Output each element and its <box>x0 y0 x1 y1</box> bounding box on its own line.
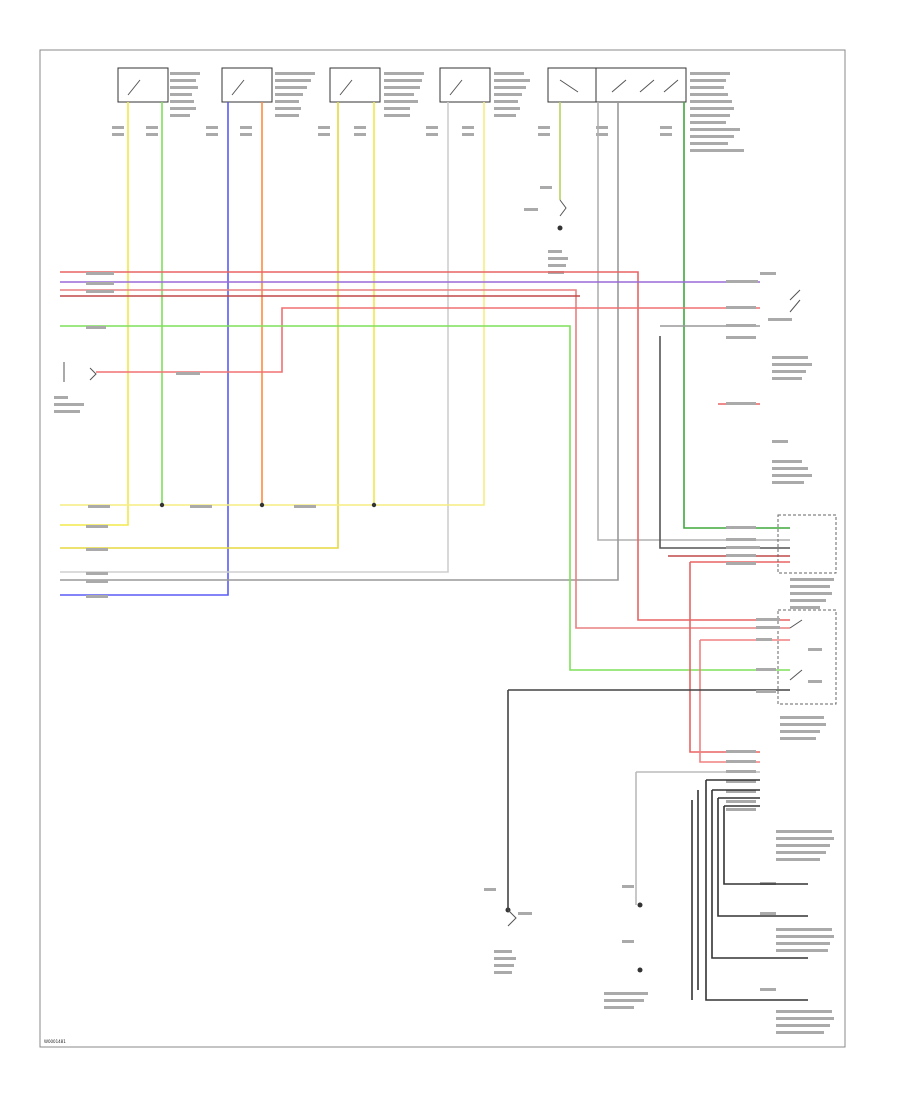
wire-gray-3 <box>60 102 619 581</box>
wire-yellow-1 <box>60 102 129 526</box>
module-box-1 <box>777 514 837 574</box>
wire-blue <box>60 102 229 596</box>
wire-red-1 <box>60 271 790 621</box>
wire-gray-1 <box>60 102 449 573</box>
wire-yellow-2 <box>60 102 339 549</box>
junction-dots <box>159 225 643 973</box>
wire-green-4 <box>60 325 790 671</box>
wire-yellow-4 <box>60 102 485 506</box>
component-box-3 <box>329 67 381 103</box>
wire-red-2 <box>60 289 790 629</box>
wire-red-8 <box>699 639 790 763</box>
diagram-frame <box>39 49 846 1048</box>
diagram-code: W0001481 <box>44 1039 66 1044</box>
top-component-labels <box>170 72 744 152</box>
component-box-2 <box>221 67 273 103</box>
wire-green-3 <box>683 102 790 529</box>
component-box-4 <box>439 67 491 103</box>
pin-labels <box>112 126 672 136</box>
wire-gray-5 <box>659 336 790 549</box>
horizontal-wires <box>60 271 790 910</box>
left-labels <box>54 272 316 598</box>
wire-red-7 <box>689 561 790 753</box>
wire-black-1 <box>507 689 790 910</box>
ground-icon-bottom <box>507 909 517 927</box>
top-components <box>117 67 687 103</box>
component-box-6 <box>595 67 687 103</box>
component-box-1 <box>117 67 169 103</box>
module-box-2 <box>777 609 837 705</box>
component-box-5 <box>547 67 597 103</box>
right-labels <box>726 272 834 1034</box>
bottom-labels <box>484 885 648 1009</box>
vertical-wires <box>60 102 790 596</box>
lower-bundle <box>691 779 808 1001</box>
left-switch-icon <box>63 362 97 382</box>
wire-gray-2 <box>597 102 790 541</box>
right-modules <box>777 289 837 705</box>
